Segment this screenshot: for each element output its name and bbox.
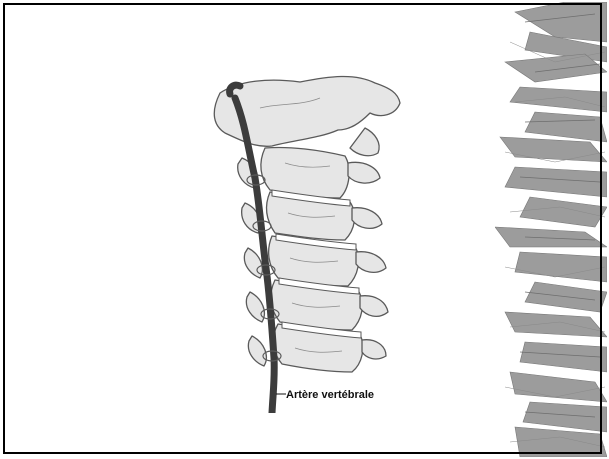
bamboo-leaves-icon — [495, 2, 607, 457]
artery-label: Artère vertébrale — [286, 389, 374, 401]
cervical-spine-illustration-icon — [200, 68, 420, 413]
